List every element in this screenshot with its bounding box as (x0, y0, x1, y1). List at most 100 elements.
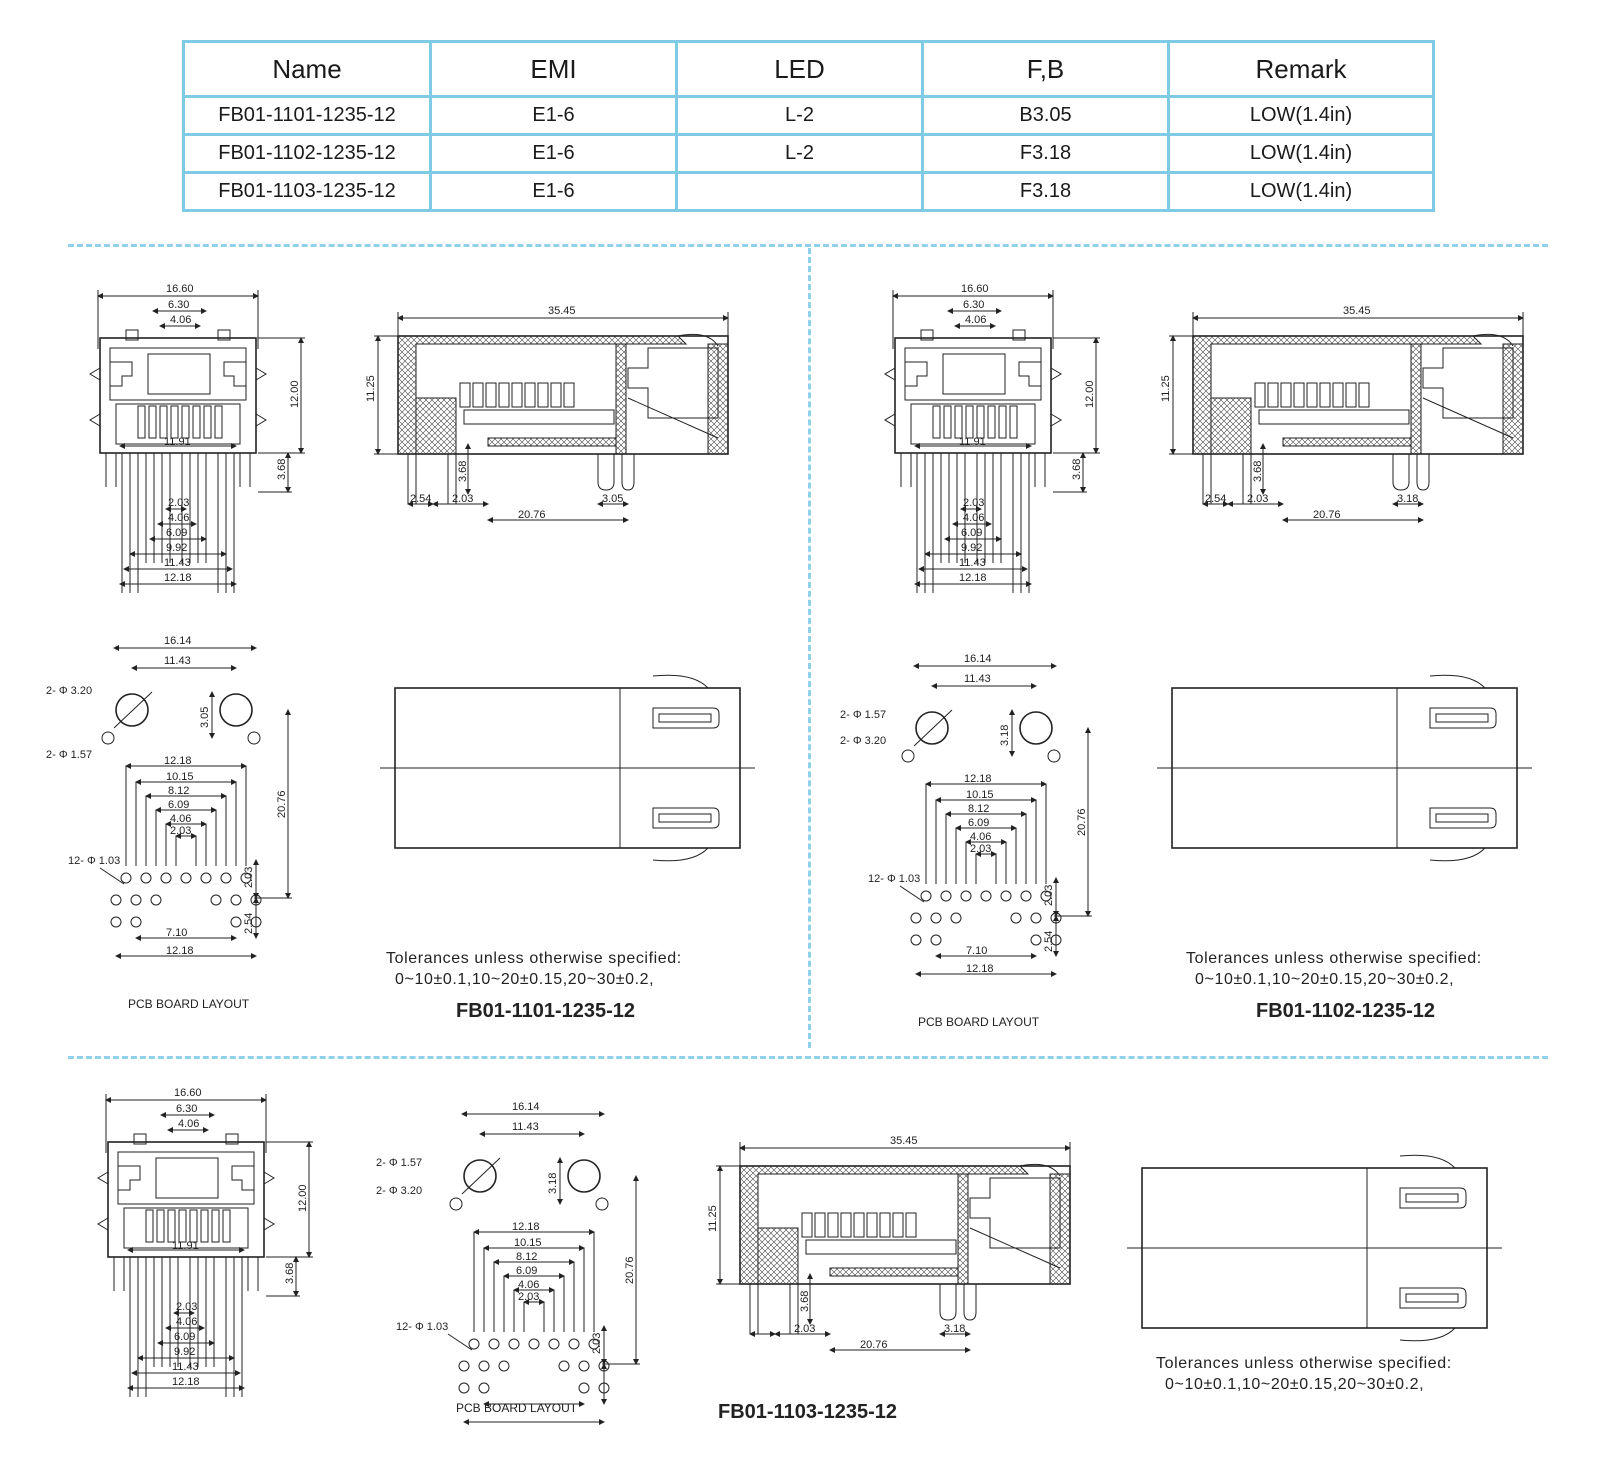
svg-text:9.92: 9.92 (961, 542, 982, 554)
svg-text:3.05: 3.05 (602, 493, 623, 505)
col-name-header: Name (182, 40, 432, 98)
svg-text:11.91: 11.91 (959, 436, 986, 448)
col-fb-header: F,B (921, 40, 1170, 98)
cell-remark: LOW(1.4in) (1167, 133, 1435, 174)
front-view-drawing: 16.60 6.30 4.06 11.91 2.03 4.06 6.09 9.9… (98, 1087, 313, 1397)
svg-text:6.09: 6.09 (168, 799, 189, 811)
svg-text:12.18: 12.18 (966, 963, 994, 975)
svg-text:11.25: 11.25 (365, 375, 377, 402)
svg-text:6.09: 6.09 (961, 527, 982, 539)
top-view-drawing (1156, 674, 1533, 862)
part-number-label: FB01-1102-1235-12 (1256, 1000, 1435, 1022)
cell-emi: E1-6 (429, 133, 678, 174)
table-row: FB01-1101-1235-12 E1-6 L-2 B3.05 LOW(1.4… (182, 95, 1435, 136)
svg-text:3.68: 3.68 (284, 1263, 296, 1284)
svg-text:2.03: 2.03 (518, 1291, 539, 1303)
svg-text:4.06: 4.06 (168, 512, 189, 524)
svg-text:3.68: 3.68 (1252, 461, 1264, 482)
svg-text:4.06: 4.06 (170, 314, 191, 326)
svg-text:11.43: 11.43 (172, 1361, 199, 1373)
cell-name: FB01-1102-1235-12 (182, 133, 432, 174)
svg-text:2- Φ 3.20: 2- Φ 3.20 (376, 1185, 422, 1197)
svg-text:2.03: 2.03 (170, 825, 191, 837)
svg-text:12.18: 12.18 (172, 1376, 200, 1388)
svg-text:20.76: 20.76 (1313, 509, 1341, 521)
svg-text:11.43: 11.43 (164, 557, 191, 569)
svg-text:2- Φ 1.57: 2- Φ 1.57 (840, 709, 886, 721)
svg-text:10.15: 10.15 (514, 1237, 542, 1249)
tolerance-line-1: Tolerances unless otherwise specified: (1156, 1355, 1452, 1372)
svg-text:2.03: 2.03 (963, 497, 984, 509)
svg-text:10.15: 10.15 (966, 789, 994, 801)
part-number-label: FB01-1103-1235-12 (718, 1401, 897, 1423)
svg-text:12- Φ 1.03: 12- Φ 1.03 (868, 873, 920, 885)
svg-text:20.76: 20.76 (624, 1256, 636, 1284)
svg-text:6.30: 6.30 (168, 299, 189, 311)
svg-text:2.03: 2.03 (243, 867, 255, 888)
svg-text:2- Φ 1.57: 2- Φ 1.57 (376, 1157, 422, 1169)
svg-text:20.76: 20.76 (276, 790, 288, 818)
svg-text:6.09: 6.09 (516, 1265, 537, 1277)
pcb-layout-drawing: 16.14 11.43 2- Φ 3.20 2- Φ 1.57 12.18 10… (46, 635, 292, 957)
cell-emi: E1-6 (429, 171, 678, 212)
svg-text:9.92: 9.92 (174, 1346, 195, 1358)
cell-fb: F3.18 (921, 133, 1170, 174)
front-view-drawing: 16.60 6.30 4.06 11.91 2.03 4.06 6.09 9.9… (90, 283, 305, 593)
svg-text:12.00: 12.00 (1084, 380, 1096, 408)
pcb-layout-drawing: 16.14 11.43 2- Φ 1.57 2- Φ 3.20 12.18 10… (376, 1101, 640, 1422)
svg-text:2.54: 2.54 (1043, 931, 1055, 952)
pcb-layout-title: PCB BOARD LAYOUT (918, 1015, 1040, 1029)
svg-text:4.06: 4.06 (518, 1279, 539, 1291)
svg-text:8.12: 8.12 (516, 1251, 537, 1263)
svg-text:35.45: 35.45 (1343, 305, 1371, 317)
col-remark-header: Remark (1167, 40, 1435, 98)
svg-text:12.00: 12.00 (297, 1184, 309, 1212)
svg-text:4.06: 4.06 (963, 512, 984, 524)
svg-text:2.03: 2.03 (794, 1323, 815, 1335)
side-view-drawing: 35.45 11.25 3.68 2.54 2.03 20.76 3.05 (365, 305, 728, 521)
svg-text:20.76: 20.76 (1076, 808, 1088, 836)
pcb-layout-drawing: 16.14 11.43 2- Φ 1.57 2- Φ 3.20 12.18 10… (840, 653, 1092, 975)
svg-text:16.14: 16.14 (164, 635, 192, 647)
svg-text:11.91: 11.91 (164, 436, 191, 448)
part-number-label: FB01-1101-1235-12 (456, 1000, 635, 1022)
cell-remark: LOW(1.4in) (1167, 171, 1435, 212)
svg-text:16.14: 16.14 (512, 1101, 540, 1113)
svg-text:8.12: 8.12 (168, 785, 189, 797)
svg-text:20.76: 20.76 (518, 509, 546, 521)
col-led-header: LED (675, 40, 924, 98)
svg-text:2.03: 2.03 (970, 843, 991, 855)
svg-text:3.68: 3.68 (799, 1291, 811, 1312)
svg-text:2- Φ 3.20: 2- Φ 3.20 (46, 685, 92, 697)
cell-name: FB01-1103-1235-12 (182, 171, 432, 212)
svg-text:9.92: 9.92 (166, 542, 187, 554)
svg-text:11.25: 11.25 (707, 1205, 719, 1232)
svg-text:3.18: 3.18 (999, 725, 1011, 746)
pcb-layout-title: PCB BOARD LAYOUT (456, 1401, 578, 1415)
svg-text:2.03: 2.03 (176, 1301, 197, 1313)
svg-text:2- Φ 3.20: 2- Φ 3.20 (840, 735, 886, 747)
cell-led (675, 171, 924, 212)
pcb-layout-title: PCB BOARD LAYOUT (128, 997, 250, 1011)
svg-text:2.54: 2.54 (1205, 493, 1226, 505)
tolerance-line-2: 0~10±0.1,10~20±0.15,20~30±0.2, (1165, 1376, 1424, 1393)
svg-text:4.06: 4.06 (970, 831, 991, 843)
svg-text:4.06: 4.06 (178, 1118, 199, 1130)
svg-text:10.15: 10.15 (166, 771, 194, 783)
front-view-drawing: 16.60 6.30 4.06 11.91 2.03 4.06 6.09 9.9… (885, 283, 1100, 593)
tolerance-line-1: Tolerances unless otherwise specified: (386, 950, 682, 967)
separator-bottom (68, 1056, 1548, 1059)
svg-text:12.18: 12.18 (164, 755, 192, 767)
side-view-drawing: 35.45 11.25 3.68 2.54 2.03 20.76 3.18 (1160, 305, 1523, 521)
svg-text:3.68: 3.68 (1071, 459, 1083, 480)
svg-text:4.06: 4.06 (176, 1316, 197, 1328)
cell-emi: E1-6 (429, 95, 678, 136)
svg-text:8.12: 8.12 (968, 803, 989, 815)
svg-text:35.45: 35.45 (548, 305, 576, 317)
svg-text:12.18: 12.18 (166, 945, 194, 957)
side-view-drawing: 35.45 11.25 3.68 2.03 20.76 3.18 (707, 1135, 1070, 1351)
svg-text:6.30: 6.30 (176, 1103, 197, 1115)
cell-led: L-2 (675, 95, 924, 136)
svg-text:3.05: 3.05 (199, 707, 211, 728)
spec-table: Name EMI LED F,B Remark FB01-1101-1235-1… (182, 40, 1435, 212)
